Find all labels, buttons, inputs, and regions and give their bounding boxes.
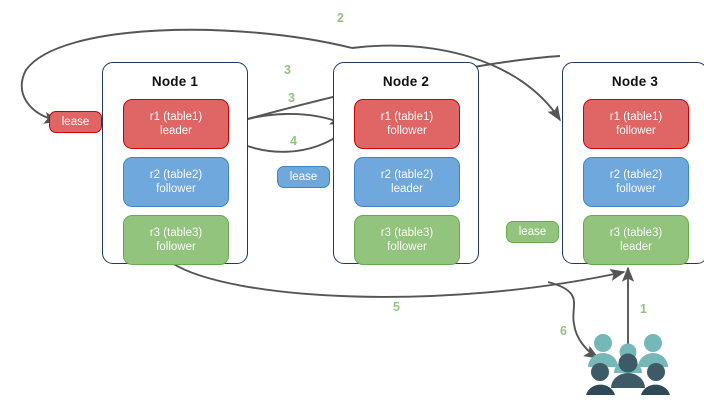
step-label-2: 2 xyxy=(337,11,344,25)
replica-role: follower xyxy=(156,241,196,253)
replica-r1[interactable]: r1 (table1) follower xyxy=(583,99,689,149)
connector-5 xyxy=(171,262,626,298)
lease-badge-green[interactable]: lease xyxy=(506,221,559,243)
replica-name: r3 (table3) xyxy=(609,227,663,239)
replica-name: r2 (table2) xyxy=(149,169,203,181)
node-title: Node 1 xyxy=(151,74,199,89)
replica-r3[interactable]: r3 (table3) follower xyxy=(123,215,229,265)
replica-name: r3 (table3) xyxy=(380,227,434,239)
replica-name: r2 (table2) xyxy=(609,169,663,181)
replica-role: follower xyxy=(387,125,427,137)
replica-r2[interactable]: r2 (table2) follower xyxy=(583,157,689,207)
replica-r2[interactable]: r2 (table2) leader xyxy=(354,157,460,207)
node-title: Node 3 xyxy=(611,74,659,89)
replica-r1[interactable]: r1 (table1) leader xyxy=(123,99,229,149)
step-label-3-upper: 3 xyxy=(284,63,291,77)
replica-name: r3 (table3) xyxy=(149,227,203,239)
replica-role: follower xyxy=(616,125,656,137)
users-group-icon xyxy=(586,333,670,395)
replica-role: follower xyxy=(616,183,656,195)
lease-badge-blue[interactable]: lease xyxy=(277,166,330,188)
step-label-5: 5 xyxy=(393,300,400,314)
node-title: Node 2 xyxy=(382,74,430,89)
replica-r2[interactable]: r2 (table2) follower xyxy=(123,157,229,207)
replica-r3[interactable]: r3 (table3) leader xyxy=(583,215,689,265)
replica-name: r1 (table1) xyxy=(149,111,203,123)
node-box-2[interactable]: Node 2 r1 (table1) follower r2 (table2) … xyxy=(333,62,479,265)
replica-role: follower xyxy=(156,183,196,195)
replica-role: leader xyxy=(620,241,652,253)
replica-name: r1 (table1) xyxy=(609,111,663,123)
replica-r3[interactable]: r3 (table3) follower xyxy=(354,215,460,265)
step-label-1: 1 xyxy=(640,302,647,316)
replica-role: follower xyxy=(387,241,427,253)
replica-role: leader xyxy=(391,183,423,195)
step-label-3-lower: 3 xyxy=(288,91,295,105)
node-box-1[interactable]: Node 1 r1 (table1) leader r2 (table2) fo… xyxy=(102,62,248,265)
step-label-4: 4 xyxy=(290,134,297,148)
step-label-6: 6 xyxy=(560,324,567,338)
node-box-3[interactable]: Node 3 r1 (table1) follower r2 (table2) … xyxy=(562,62,704,265)
replica-r1[interactable]: r1 (table1) follower xyxy=(354,99,460,149)
replica-name: r1 (table1) xyxy=(380,111,434,123)
replica-name: r2 (table2) xyxy=(380,169,434,181)
replica-role: leader xyxy=(160,125,192,137)
lease-badge-red[interactable]: lease xyxy=(49,111,102,133)
